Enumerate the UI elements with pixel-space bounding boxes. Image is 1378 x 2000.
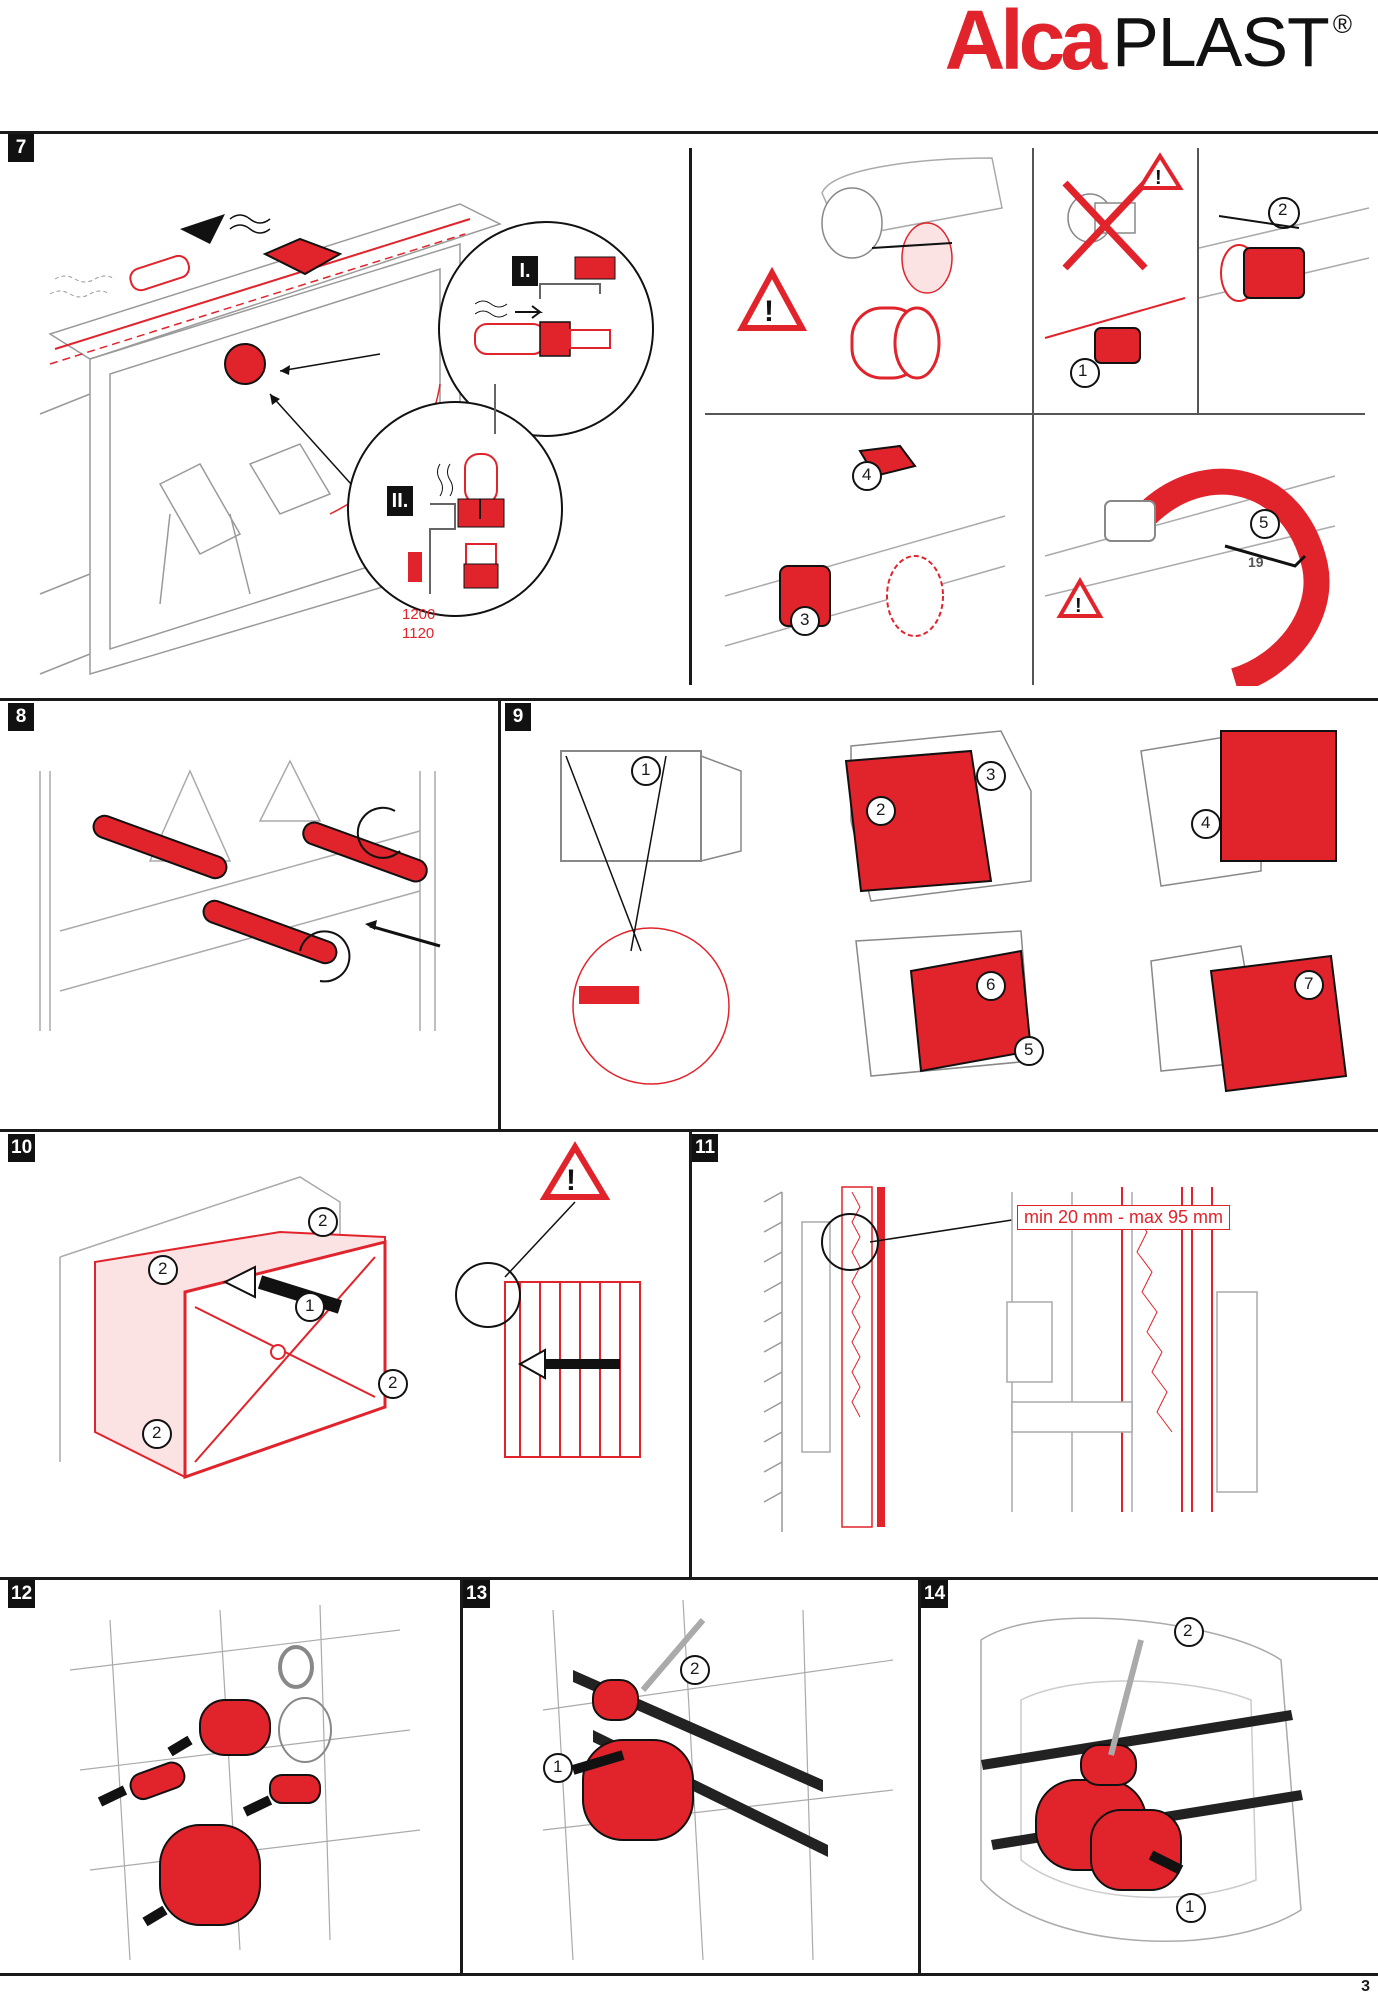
callout-2-s9: 2	[876, 800, 886, 819]
step-9-panel: 9 1 2 3 4 5 6 7	[501, 701, 1378, 1129]
divider-12-13	[460, 1577, 463, 1973]
wrench-size-label: 19	[1248, 554, 1264, 570]
step-9-number: 9	[505, 703, 531, 731]
divider-8-9	[498, 698, 501, 1129]
detail-two-drawing	[408, 453, 505, 594]
callout-2b-s10: 2	[158, 1259, 168, 1278]
step-14-illustration	[980, 1617, 1303, 1942]
divider-row2	[0, 698, 1378, 701]
step-8-illustration	[39, 759, 441, 1031]
alcaplast-logo: Alca PLAST ®	[944, 0, 1352, 87]
divider-top	[0, 131, 1378, 134]
sub-divider-h	[705, 413, 1365, 415]
callout-1: 1	[1078, 361, 1088, 380]
step-13-number: 13	[463, 1580, 491, 1608]
step-11-number: 11	[692, 1134, 719, 1162]
callout-2d-s10: 2	[152, 1423, 162, 1442]
callout-4-s9: 4	[1201, 813, 1211, 832]
step-7-number: 7	[8, 134, 34, 162]
sub-divider-v1	[1032, 148, 1034, 413]
callout-1-s10: 1	[305, 1296, 315, 1315]
step-14-panel: 14 1 2	[921, 1580, 1378, 1973]
step-7-panel: 7	[0, 134, 689, 698]
page-number: 3	[1361, 1978, 1370, 1995]
callout-1-s13: 1	[553, 1757, 563, 1776]
step-7-illustration	[39, 203, 654, 676]
step-7-sub-warning-thread: !	[692, 148, 1032, 413]
step-12-number: 12	[8, 1580, 36, 1608]
step-8-number: 8	[8, 703, 34, 731]
height-1200-label: 1200	[402, 606, 436, 623]
svg-text:!: !	[566, 1164, 576, 1197]
sub-divider-v3	[1032, 415, 1034, 685]
divider-bottom	[0, 1973, 1378, 1976]
callout-2-s14: 2	[1183, 1621, 1193, 1640]
callout-6-s9: 6	[986, 975, 996, 994]
height-1120-label: 1120	[402, 625, 435, 642]
callout-2-s13: 2	[690, 1659, 700, 1678]
svg-text:!: !	[764, 295, 774, 328]
callout-5-sub: 5	[1259, 513, 1269, 532]
divider-13-14	[918, 1577, 921, 1973]
wall-thickness-label: min 20 mm - max 95 mm	[1017, 1205, 1231, 1230]
detail-one-label: I.	[512, 256, 538, 286]
divider-row4	[0, 1577, 1378, 1580]
step-7-sub-fit-nut: 2	[1199, 148, 1369, 413]
step-11-illustration	[763, 1186, 1258, 1532]
step-11-panel: 11 min 20 mm - max 95 mm	[692, 1132, 1378, 1577]
step-10-panel: 10 ! 1 2 2 2 2	[0, 1132, 689, 1577]
registered-mark: ®	[1332, 9, 1352, 39]
callout-7-s9: 7	[1304, 974, 1314, 993]
step-7-sub-cap: 4 3	[705, 416, 1032, 686]
logo-red-text: Alca	[944, 0, 1107, 87]
step-12-panel: 12	[0, 1580, 460, 1973]
svg-text:!: !	[1075, 595, 1082, 617]
callout-3-s9: 3	[986, 765, 996, 784]
detail-one-drawing	[474, 256, 616, 434]
sub-divider-v2	[1197, 148, 1199, 413]
callout-3-sub: 3	[800, 610, 810, 629]
step-9-illustration	[560, 730, 1348, 1093]
divider-10-11	[689, 1129, 692, 1577]
callout-1-s9: 1	[641, 760, 651, 779]
detail-two-label: II.	[387, 486, 413, 516]
step-8-panel: 8	[0, 701, 498, 1129]
step-10-illustration: !	[59, 1141, 641, 1480]
callout-2-sub: 2	[1278, 200, 1288, 219]
step-7-sub-wrong-fitting: ! 1	[1035, 148, 1197, 413]
step-13-illustration	[542, 1599, 894, 1961]
divider-7-right	[689, 148, 692, 685]
svg-text:!: !	[1155, 167, 1162, 189]
step-14-number: 14	[921, 1580, 949, 1608]
step-7-sub-hose: ! 5 19	[1035, 416, 1369, 686]
step-13-panel: 13 2 1	[463, 1580, 918, 1973]
callout-5-s9: 5	[1024, 1040, 1034, 1059]
callout-2a-s10: 2	[318, 1211, 328, 1230]
callout-4: 4	[862, 465, 872, 484]
logo-black-text: PLAST	[1112, 3, 1330, 81]
step-10-number: 10	[8, 1134, 36, 1162]
callout-1-s14: 1	[1185, 1897, 1195, 1916]
callout-2c-s10: 2	[388, 1373, 398, 1392]
step-12-illustration	[69, 1604, 421, 1961]
